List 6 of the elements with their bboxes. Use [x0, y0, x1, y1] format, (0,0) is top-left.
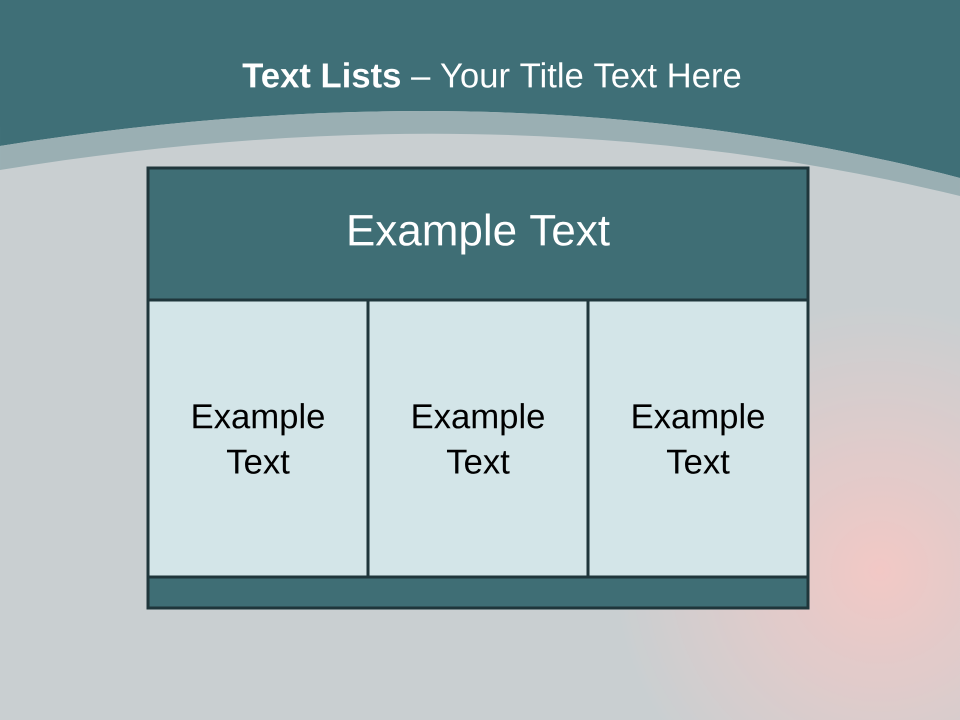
- slide-title: Text Lists – Your Title Text Here: [242, 62, 740, 88]
- footer-bar: [146, 576, 810, 610]
- table-cell: Example Text: [586, 298, 810, 578]
- table-header: Example Text: [146, 166, 810, 302]
- table-cell: Example Text: [366, 298, 590, 578]
- table-cell: Example Text: [146, 298, 370, 578]
